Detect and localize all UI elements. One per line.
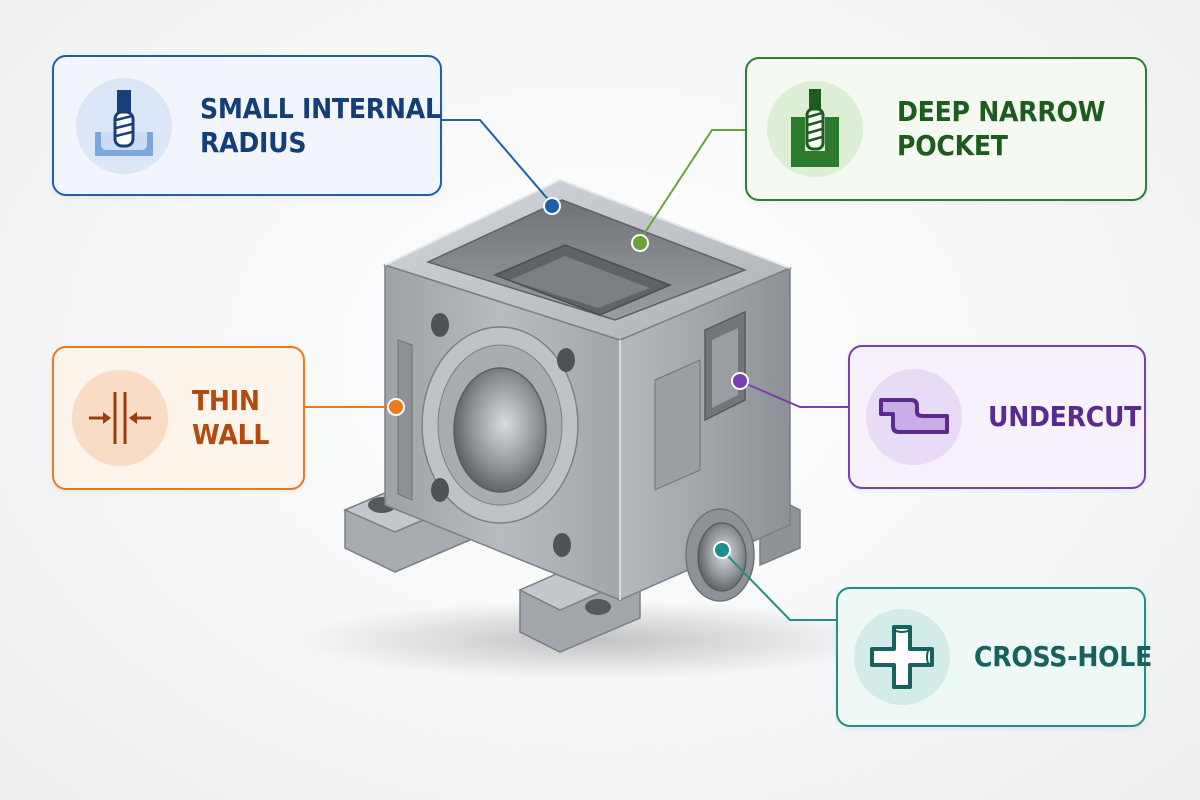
- callout-label: THIN WALL: [192, 384, 269, 451]
- end-mill-in-fillet-icon: [76, 77, 172, 174]
- callout-label-line1: SMALL INTERNAL: [200, 91, 441, 125]
- callout-label-line1: UNDERCUT: [988, 400, 1142, 434]
- callout-undercut: UNDERCUT: [848, 345, 1146, 489]
- callout-label-line2: WALL: [192, 418, 270, 451]
- callout-label: CROSS-HOLE: [974, 640, 1152, 674]
- callout-label-line1: CROSS-HOLE: [974, 640, 1153, 674]
- callout-label-line1: DEEP NARROW: [897, 95, 1106, 129]
- callout-label-line2: RADIUS: [200, 125, 307, 159]
- callout-label: UNDERCUT: [988, 400, 1141, 434]
- callout-label: SMALL INTERNAL RADIUS: [200, 92, 441, 159]
- callout-deep-narrow-pocket: DEEP NARROW POCKET: [745, 57, 1147, 201]
- callout-small-internal-radius: SMALL INTERNAL RADIUS: [52, 55, 442, 196]
- callout-label-line2: POCKET: [897, 129, 1008, 162]
- undercut-profile-icon: [866, 369, 962, 465]
- end-mill-in-pocket-icon: [767, 81, 863, 177]
- thin-wall-arrows-icon: [72, 370, 168, 466]
- callout-thin-wall: THIN WALL: [52, 346, 305, 490]
- callout-cross-hole: CROSS-HOLE: [836, 587, 1152, 727]
- cross-hole-icon: [854, 609, 950, 705]
- callout-label-line1: THIN: [192, 384, 260, 418]
- callout-label: DEEP NARROW POCKET: [897, 95, 1106, 162]
